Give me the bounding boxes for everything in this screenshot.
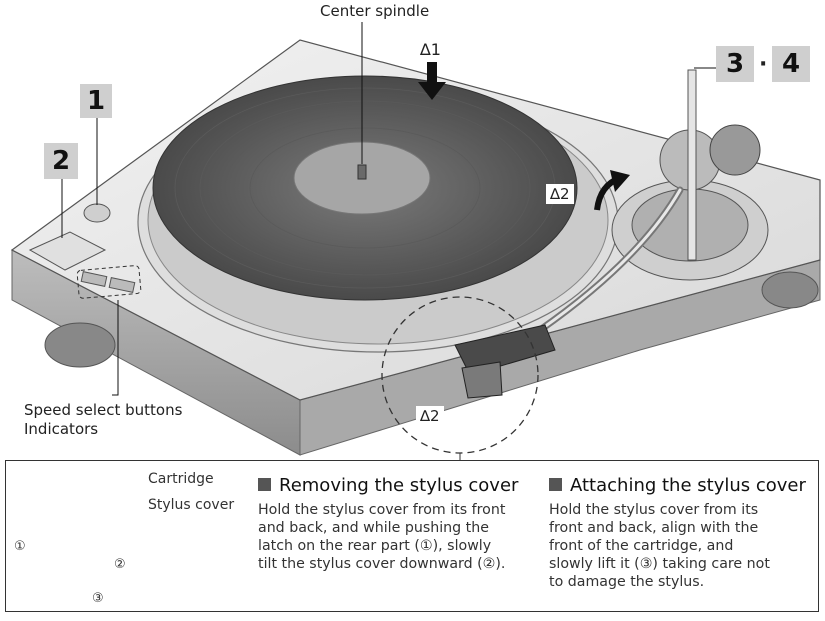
removing-line: Hold the stylus cover from its front	[258, 502, 506, 518]
cartridge	[461, 361, 503, 399]
badge-2: 2	[44, 143, 78, 179]
removing-line: and back, and while pushing the	[258, 520, 489, 536]
speed-select-buttons	[76, 265, 142, 299]
badge-3: 3	[716, 46, 754, 82]
indicators-label: Indicators	[24, 420, 99, 438]
removing-square-icon	[258, 478, 271, 491]
star2-head-label: ∆2	[416, 406, 444, 426]
speed-select-label: Speed select buttons	[24, 401, 183, 419]
stylus-cover-panel: Cartridge Stylus cover ① ② ③ Removing th…	[5, 460, 819, 612]
badge-dot: ·	[759, 52, 768, 77]
star1-label: ∆1	[420, 40, 441, 59]
foot-right	[761, 271, 819, 309]
attaching-line: Hold the stylus cover from its	[549, 502, 759, 518]
removing-line: tilt the stylus cover downward (②).	[258, 556, 506, 572]
inset-stylus-cover-label: Stylus cover	[148, 497, 235, 513]
inset-cartridge-label: Cartridge	[148, 471, 214, 487]
center-spindle	[357, 164, 367, 180]
power-knob	[83, 203, 111, 223]
attaching-square-icon	[549, 478, 562, 491]
attaching-body: Hold the stylus cover from its front and…	[549, 501, 770, 591]
attaching-line: front of the cartridge, and	[549, 538, 734, 554]
attaching-line: front and back, align with the	[549, 520, 759, 536]
badge-1: 1	[80, 84, 112, 118]
removing-title: Removing the stylus cover	[258, 475, 518, 496]
star2-arm-label: ∆2	[546, 184, 574, 204]
attaching-line: slowly lift it (③) taking care not	[549, 556, 770, 572]
inset-step3: ③	[92, 591, 104, 606]
removing-body: Hold the stylus cover from its front and…	[258, 501, 505, 573]
attaching-line: to damage the stylus.	[549, 574, 705, 590]
foot-left	[44, 322, 116, 368]
center-spindle-label: Center spindle	[320, 2, 430, 20]
removing-line: latch on the rear part (①), slowly	[258, 538, 492, 554]
start-stop-button	[28, 231, 107, 271]
headshell	[454, 324, 556, 376]
leader-speed	[112, 300, 119, 396]
inset-step2: ②	[114, 557, 126, 572]
tonearm-base	[611, 69, 769, 281]
attaching-title: Attaching the stylus cover	[549, 475, 806, 496]
badge-4: 4	[772, 46, 810, 82]
vinyl-record	[152, 75, 578, 301]
inset-step1: ①	[14, 539, 26, 554]
